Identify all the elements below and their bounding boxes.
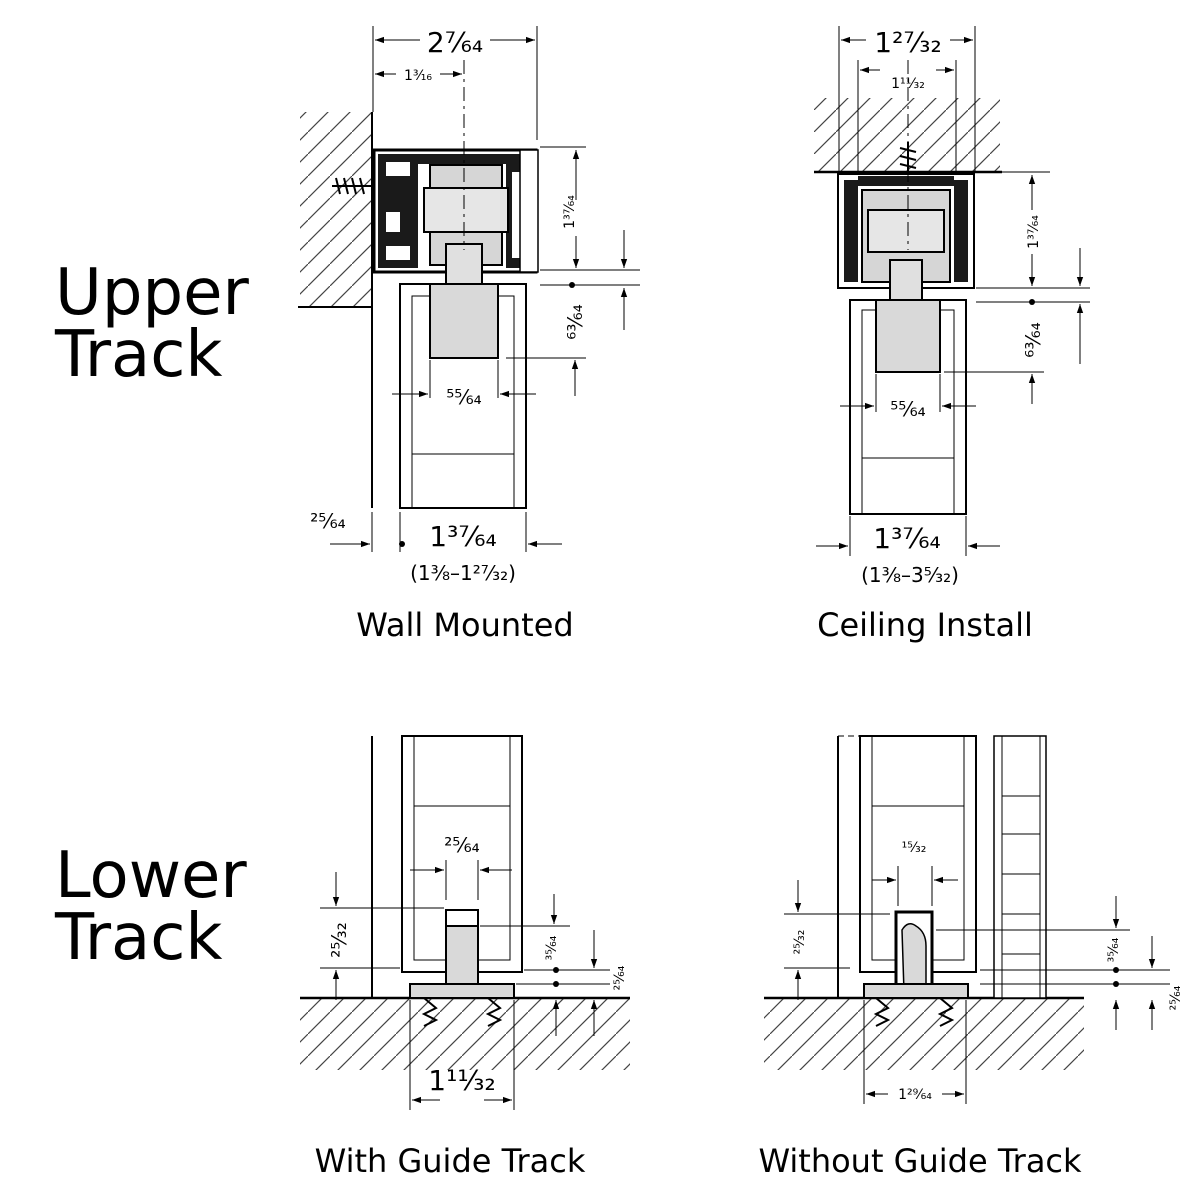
wall-center-offset-label: 1³⁄₁₆ (404, 68, 432, 84)
noguide-dimensions (784, 866, 1170, 1104)
wall-gap-to-wall-label: ²⁵⁄₆₄ (310, 509, 345, 533)
wall-hatch (300, 112, 372, 307)
wall-gap-label: ⁶³⁄₆₄ (563, 304, 587, 339)
noguide-pin-and-track (863, 910, 969, 1027)
with-guide-track-drawing: ²⁵⁄₆₄ ²⁵⁄₃₂ ³⁵⁄₆₄ ²⁵⁄₆₄ 1¹¹⁄₃₂ (300, 735, 630, 1110)
upper-track-label: Upper Track (55, 256, 249, 392)
noguide-pin-height-label: ²⁵⁄₃₂ (792, 930, 808, 955)
lower-track-label-line1: Lower (55, 839, 247, 913)
ceiling-hanger-width-label: ⁵⁵⁄₆₄ (890, 397, 925, 421)
guide-door-gap-label: ³⁵⁄₆₄ (544, 935, 560, 960)
floor-screw-icon-2 (873, 997, 891, 1027)
ceiling-track-profile (837, 173, 975, 301)
noguide-track-height-label: ²⁵⁄₆₄ (1168, 985, 1184, 1010)
wall-door-range-label: (1³⁄₈–1²⁷⁄₃₂) (410, 561, 516, 585)
upper-track-label-line2: Track (55, 318, 223, 392)
ceiling-total-width-label: 1²⁷⁄₃₂ (874, 26, 941, 59)
floor-hatch (300, 998, 630, 1070)
wall-door-thickness-label: 1³⁷⁄₆₄ (429, 520, 496, 553)
guide-track-height-label: ²⁵⁄₆₄ (612, 965, 628, 990)
floor-hatch-2 (764, 998, 1084, 1070)
floor-screw-icon (421, 997, 439, 1027)
lower-track-label: Lower Track (55, 839, 247, 975)
ceiling-profile-height-label: 1³⁷⁄₆₄ (1026, 215, 1042, 249)
with-guide-track-caption: With Guide Track (314, 1142, 586, 1180)
noguide-door-gap-label: ³⁵⁄₆₄ (1106, 937, 1122, 962)
wall-hanger-width-label: ⁵⁵⁄₆₄ (446, 385, 481, 409)
lower-track-label-line2: Track (55, 901, 223, 975)
wall-mounted-drawing: 2⁷⁄₆₄ 1³⁄₁₆ 1³⁷⁄₆₄ ⁶³⁄₆₄ ⁵⁵⁄₆₄ ²⁵⁄₆₄ 1³⁷… (298, 26, 640, 585)
without-guide-track-caption: Without Guide Track (758, 1142, 1082, 1180)
upper-track-label-line1: Upper (55, 256, 249, 330)
guide-pin-and-track (409, 909, 515, 1027)
noguide-track-width-label: 1²⁹⁄₆₄ (898, 1087, 932, 1103)
wall-profile-height-label: 1³⁷⁄₆₄ (562, 195, 578, 229)
ceiling-dimensions (816, 26, 1090, 556)
wall-track-profile (372, 148, 539, 285)
noguide-door-panel (837, 735, 1047, 999)
wall-mounted-caption: Wall Mounted (356, 606, 574, 644)
guide-pin-width-label: ²⁵⁄₆₄ (444, 833, 479, 857)
ceiling-inner-width-label: 1¹¹⁄₃₂ (891, 76, 925, 92)
ceiling-door-thickness-label: 1³⁷⁄₆₄ (873, 522, 940, 555)
wall-dimensions (330, 26, 640, 552)
ceiling-gap-label: ⁶³⁄₆₄ (1021, 322, 1045, 357)
guide-dimensions (320, 860, 610, 1110)
guide-pin-height-label: ²⁵⁄₃₂ (327, 922, 351, 957)
noguide-pin-width-label: ¹⁵⁄₃₂ (902, 840, 927, 856)
guide-track-width-label: 1¹¹⁄₃₂ (428, 1064, 495, 1097)
wall-total-width-label: 2⁷⁄₆₄ (427, 26, 483, 59)
without-guide-track-drawing: ¹⁵⁄₃₂ ²⁵⁄₃₂ ³⁵⁄₆₄ ²⁵⁄₆₄ 1²⁹⁄₆₄ (764, 735, 1184, 1104)
ceiling-install-drawing: 1²⁷⁄₃₂ 1¹¹⁄₃₂ 1³⁷⁄₆₄ ⁶³⁄₆₄ ⁵⁵⁄₆₄ 1³⁷⁄₆₄ … (814, 26, 1090, 587)
ceiling-door-range-label: (1³⁄₈–3⁵⁄₃₂) (861, 563, 959, 587)
ceiling-install-caption: Ceiling Install (817, 606, 1033, 644)
